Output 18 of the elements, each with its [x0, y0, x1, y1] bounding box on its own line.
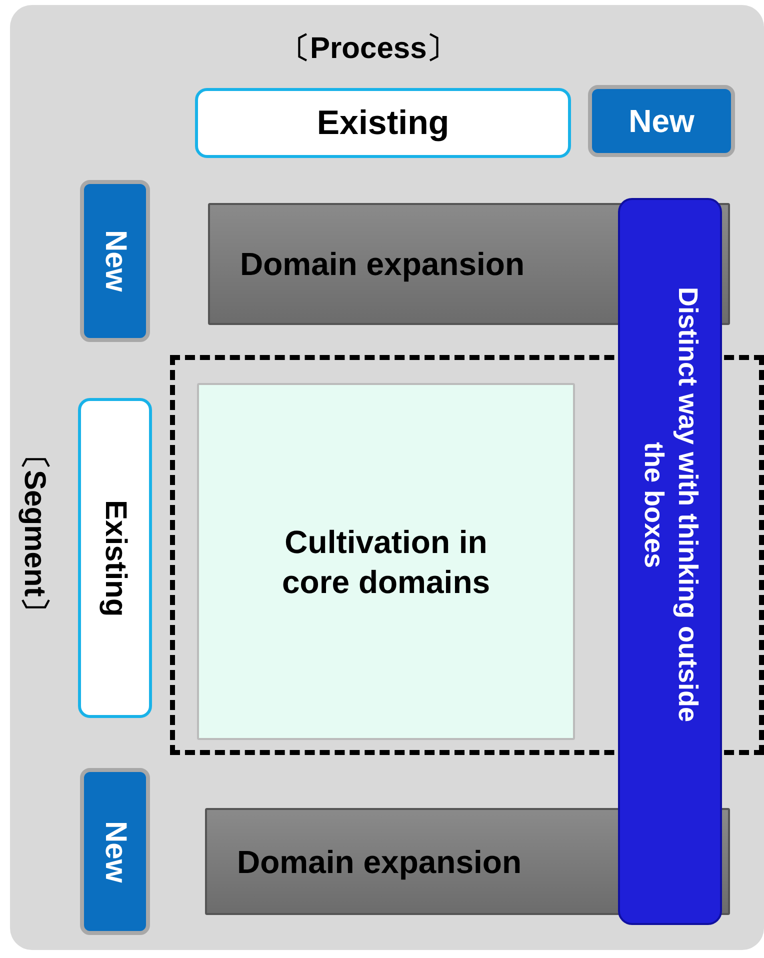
header-label: Existing [316, 102, 450, 144]
header-label: New [628, 102, 694, 141]
category-header [80, 180, 150, 342]
category-header [80, 768, 150, 935]
header-label: New [98, 820, 133, 882]
header-label: Existing [98, 500, 133, 616]
axis-title: 〔Process〕 [280, 31, 457, 67]
category-header [588, 85, 735, 157]
domain-label: Domain expansion [240, 245, 524, 284]
header-label: New [98, 230, 133, 292]
core-label: Cultivation in core domains [280, 522, 492, 602]
core-box [197, 383, 575, 740]
axis-title: 〔Segment〕 [17, 440, 52, 627]
category-header [195, 88, 571, 158]
highlight-bar [618, 198, 722, 925]
domain-label: Domain expansion [237, 842, 522, 882]
bar-label: Distinct way with thinking outside the boxes [638, 286, 704, 725]
category-header [78, 398, 152, 718]
